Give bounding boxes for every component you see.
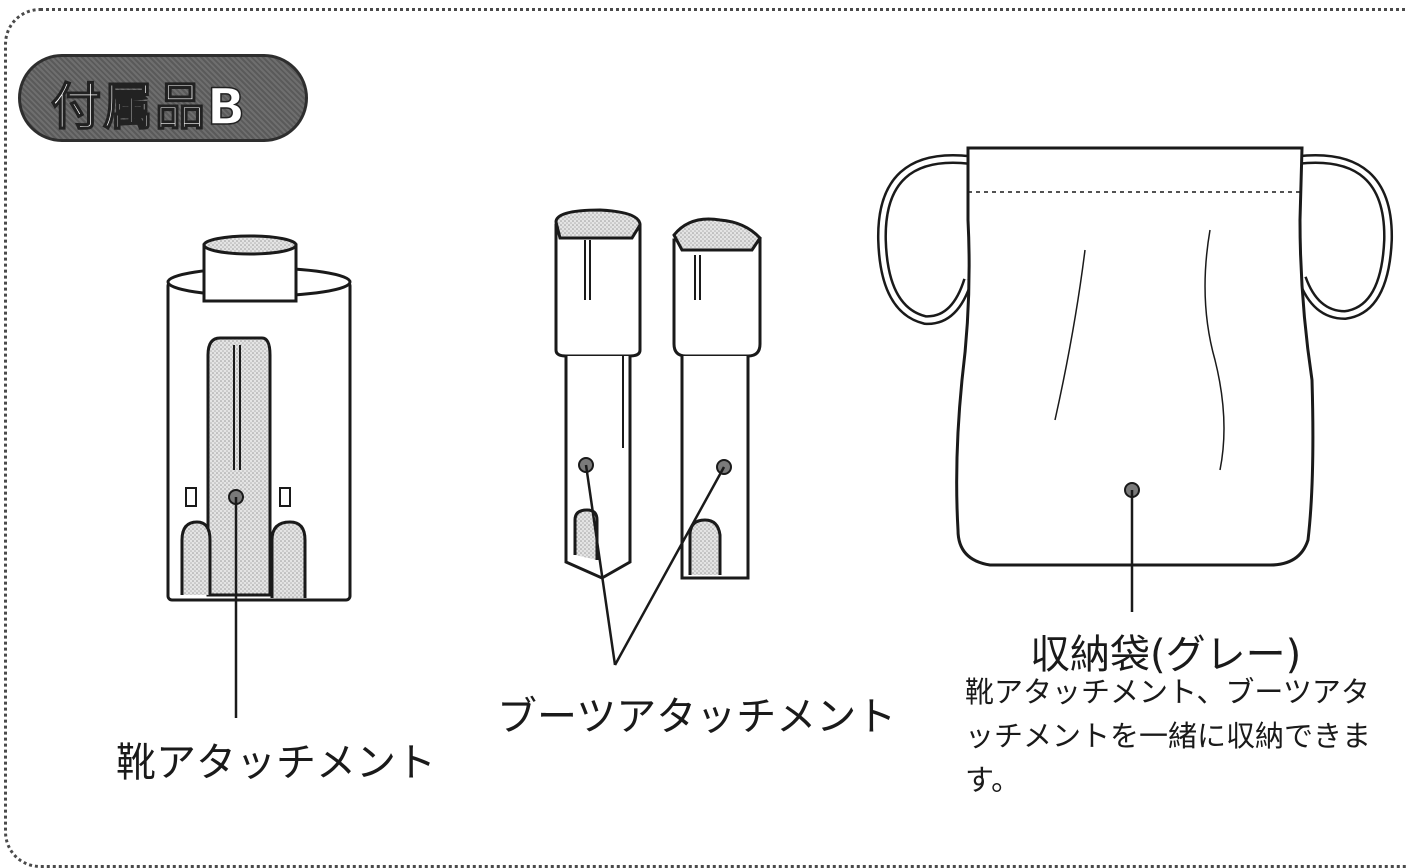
- section-badge: 付属品B: [18, 54, 308, 142]
- storage-bag-description: 靴アタッチメント、ブーツアタッチメントを一緒に収納できます。: [965, 675, 1372, 797]
- storage-bag-title: 収納袋(グレー): [1030, 632, 1302, 678]
- boots-attachment-left-drawing: [554, 208, 642, 580]
- section-title: 付属品B: [50, 77, 248, 137]
- boots-attachment-label: ブーツアタッチメント: [497, 694, 897, 740]
- leader-lines: [234, 464, 1134, 718]
- shoe-attachment-drawing: [166, 234, 352, 602]
- shoe-attachment-label: 靴アタッチメント: [116, 740, 436, 786]
- storage-bag-drawing: [876, 146, 1394, 567]
- boots-attachment-right-drawing: [672, 217, 762, 580]
- illustration: [166, 146, 1394, 718]
